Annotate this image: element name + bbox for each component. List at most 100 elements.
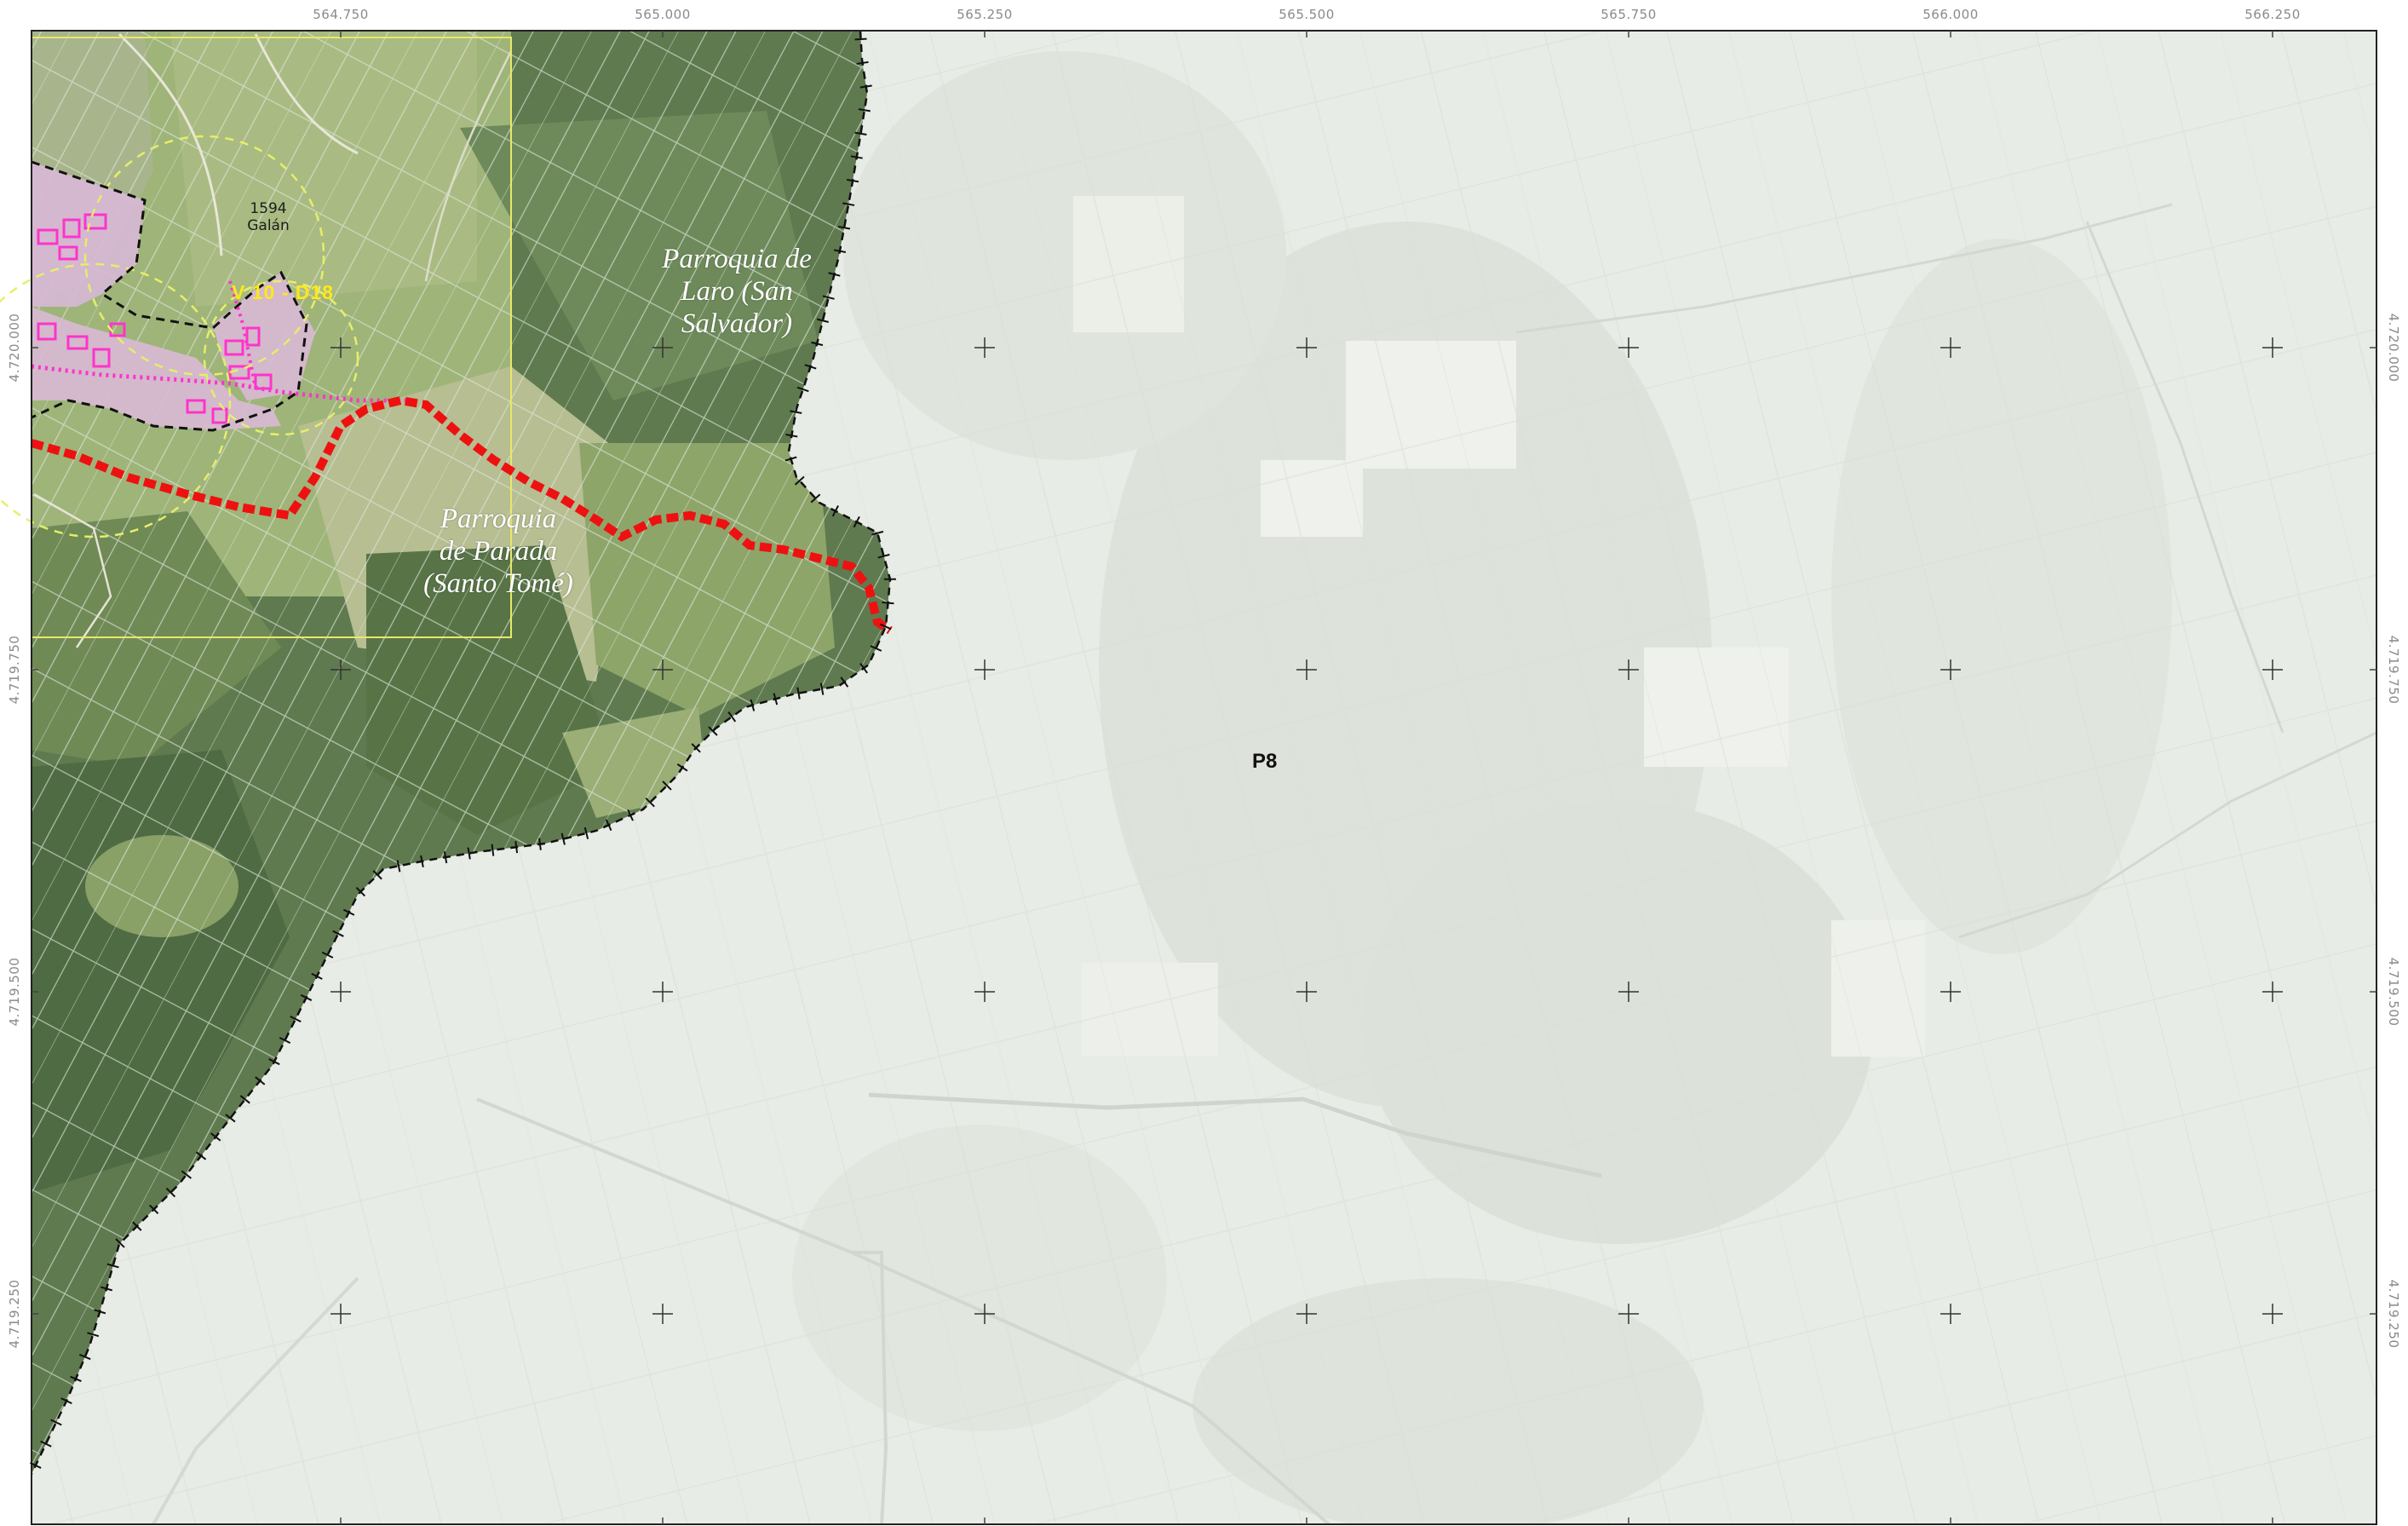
grid-cross xyxy=(1296,982,1317,1002)
boundary-tick xyxy=(50,1419,62,1426)
boundary-tick xyxy=(87,1332,100,1338)
boundary-tick xyxy=(794,475,805,486)
boundary-tick xyxy=(676,763,688,772)
grid-cross xyxy=(974,982,995,1002)
boundary-tick xyxy=(727,711,737,723)
boundary-tick xyxy=(311,972,323,980)
boundary-tick xyxy=(225,1114,236,1123)
boundary-tick xyxy=(106,1263,119,1269)
boundary-tick xyxy=(239,1095,250,1104)
boundary-tick xyxy=(467,847,471,860)
boundary-tick xyxy=(784,456,797,462)
grid-cross xyxy=(652,1304,673,1324)
boundary-tick xyxy=(842,202,855,206)
boundary-tick xyxy=(785,433,798,438)
boundary-tick xyxy=(195,1151,207,1160)
boundary-tick xyxy=(342,908,355,916)
coord-y-left-4720000: 4.720.000 xyxy=(7,313,22,383)
boundary-tick xyxy=(30,1461,42,1469)
grid-cross xyxy=(1940,1304,1961,1324)
grid-cross xyxy=(1618,982,1639,1002)
boundary-tick xyxy=(662,780,672,791)
grid-cross xyxy=(652,659,673,680)
boundary-tick xyxy=(300,993,313,1001)
boundary-tick xyxy=(853,515,860,528)
boundary-tick xyxy=(181,1170,193,1179)
grid-cross xyxy=(1940,659,1961,680)
boundary-tick xyxy=(627,809,634,821)
boundary-tick xyxy=(70,1375,82,1382)
sheet-label: P8 xyxy=(1252,750,1278,773)
boundary-tick xyxy=(132,1221,142,1231)
boundary-tick xyxy=(290,1015,302,1023)
boundary-tick xyxy=(514,841,519,854)
boundary-tick xyxy=(708,726,718,736)
coord-x-565250: 565.250 xyxy=(957,7,1013,22)
boundary-tick xyxy=(165,1187,176,1198)
grid-cross xyxy=(1618,337,1639,358)
boundary-tick xyxy=(822,295,835,300)
boundary-tick xyxy=(78,1353,91,1361)
boundary-tick xyxy=(828,272,841,277)
boundary-tick xyxy=(859,84,872,89)
settlement-boundary xyxy=(31,160,308,432)
boundary-tick xyxy=(645,798,655,808)
boundary-tick xyxy=(691,743,701,753)
boundary-tick xyxy=(605,819,612,832)
boundary-tick xyxy=(332,930,344,937)
boundary-tick xyxy=(819,682,825,695)
boundary-tick xyxy=(796,687,801,700)
coord-x-565750: 565.750 xyxy=(1601,7,1657,22)
coord-x-566250: 566.250 xyxy=(2244,7,2301,22)
grid-cross xyxy=(330,982,351,1002)
grid-cross xyxy=(974,1304,995,1324)
grid-cross xyxy=(1296,659,1317,680)
boundary-ticks xyxy=(30,37,896,1469)
coord-y-right-4720000: 4.720.000 xyxy=(2386,313,2401,383)
parish-boundary xyxy=(30,30,892,1475)
boundary-tick xyxy=(882,601,894,605)
boundary-tick xyxy=(115,1238,125,1248)
settlement-road-branch xyxy=(228,280,257,389)
boundary-tick xyxy=(443,851,448,864)
coord-y-right-4719500: 4.719.500 xyxy=(2386,957,2401,1027)
grid-cross xyxy=(2262,1304,2283,1324)
coord-y-right-4719750: 4.719.750 xyxy=(2386,635,2401,705)
settlement-road xyxy=(31,364,409,403)
boundary-tick xyxy=(372,870,382,880)
grid-cross xyxy=(1940,982,1961,1002)
edge-ticks xyxy=(32,31,2376,1524)
boundary-tick xyxy=(94,1309,106,1315)
boundary-tick xyxy=(840,677,849,688)
grid-cross xyxy=(652,982,673,1002)
boundary-tick xyxy=(879,623,892,631)
grid-cross xyxy=(974,659,995,680)
grid-cross xyxy=(1618,1304,1639,1324)
boundary-tick xyxy=(420,855,424,867)
boundary-tick xyxy=(854,37,867,41)
grid-cross xyxy=(652,337,673,358)
boundary-tick xyxy=(583,826,589,839)
boundary-tick xyxy=(255,1076,266,1085)
boundary-tick xyxy=(811,341,824,347)
grid-cross xyxy=(330,659,351,680)
boundary-tick xyxy=(870,645,882,652)
boundary-tick xyxy=(538,838,542,850)
coord-x-565000: 565.000 xyxy=(635,7,691,22)
boundary-tick xyxy=(750,699,756,711)
grid-cross xyxy=(330,337,351,358)
sheet-frame xyxy=(32,37,512,638)
boundary-tick xyxy=(321,951,334,959)
boundary-tick xyxy=(804,364,817,370)
boundary-tick xyxy=(101,1286,113,1292)
boundary-tick xyxy=(279,1037,291,1045)
grid-cross xyxy=(974,337,995,358)
coord-x-566000: 566.000 xyxy=(1922,7,1979,22)
grid-cross xyxy=(330,1304,351,1324)
grid-cross xyxy=(2262,337,2283,358)
boundary-tick xyxy=(210,1132,221,1142)
boundary-tick xyxy=(355,886,366,897)
boundary-tick xyxy=(560,832,566,845)
parish-label-laro: Parroquia de Laro (San Salvador) xyxy=(662,244,812,339)
